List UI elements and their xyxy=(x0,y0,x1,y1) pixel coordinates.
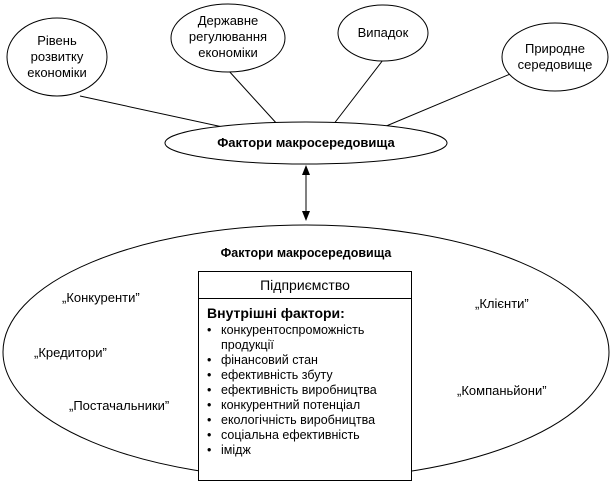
factor-clients: „Клієнти” xyxy=(475,296,529,311)
factor-partners: „Компаньйони” xyxy=(457,383,547,398)
connector-line-regulation xyxy=(227,69,279,126)
enterprise-box: Підприємство Внутрішні фактори: •конкуре… xyxy=(198,271,412,481)
enterprise-body: Внутрішні фактори: •конкурентоспроможніс… xyxy=(199,299,411,458)
arrow-head-down xyxy=(302,211,310,221)
list-item: •конкурентоспроможність продукції xyxy=(207,323,365,352)
bullet-icon: • xyxy=(207,413,212,427)
bullet-icon: • xyxy=(207,398,212,412)
hub-label: Фактори макросередовища xyxy=(217,135,395,150)
internal-factors-list: •конкурентоспроможність продукції •фінан… xyxy=(207,323,405,458)
connector-line-case xyxy=(332,59,384,126)
node-regulation-label: Державне регулювання економіки xyxy=(188,13,268,60)
list-item: •ефективність збуту xyxy=(207,368,333,382)
bullet-icon: • xyxy=(207,383,212,397)
hub-ellipse xyxy=(164,121,448,165)
internal-factors-heading: Внутрішні фактори: xyxy=(207,305,345,321)
factor-creditors: „Кредитори” xyxy=(34,345,107,360)
arrow-head-up xyxy=(302,165,310,175)
list-item: •екологічність виробництва xyxy=(207,413,376,427)
factor-competitors: „Конкуренти” xyxy=(62,290,140,305)
macro-environment-title: Фактори макросередовища xyxy=(220,246,392,260)
node-nature-ellipse xyxy=(501,22,609,92)
node-nature-label: Природне середовище xyxy=(517,41,593,72)
bullet-icon: • xyxy=(207,428,212,442)
list-item: •ефективність виробництва xyxy=(207,383,377,397)
node-economy-ellipse xyxy=(6,17,108,97)
node-regulation-ellipse xyxy=(170,3,286,73)
factor-suppliers: „Постачальники” xyxy=(69,398,170,413)
list-item: •імідж xyxy=(207,443,251,457)
list-item: •фінансовий стан xyxy=(207,353,318,367)
node-case-ellipse xyxy=(337,4,429,62)
connector-line-nature xyxy=(371,71,516,133)
bullet-icon: • xyxy=(207,353,212,367)
node-economy-label: Рівень розвитку економіки xyxy=(27,33,87,80)
list-item: •конкурентний потенціал xyxy=(207,398,361,412)
enterprise-title: Підприємство xyxy=(199,272,411,299)
node-case-label: Випадок xyxy=(357,25,409,40)
bullet-icon: • xyxy=(207,368,212,382)
list-item: •соціальна ефективність xyxy=(207,428,360,442)
bullet-icon: • xyxy=(207,323,212,337)
bullet-icon: • xyxy=(207,443,212,457)
